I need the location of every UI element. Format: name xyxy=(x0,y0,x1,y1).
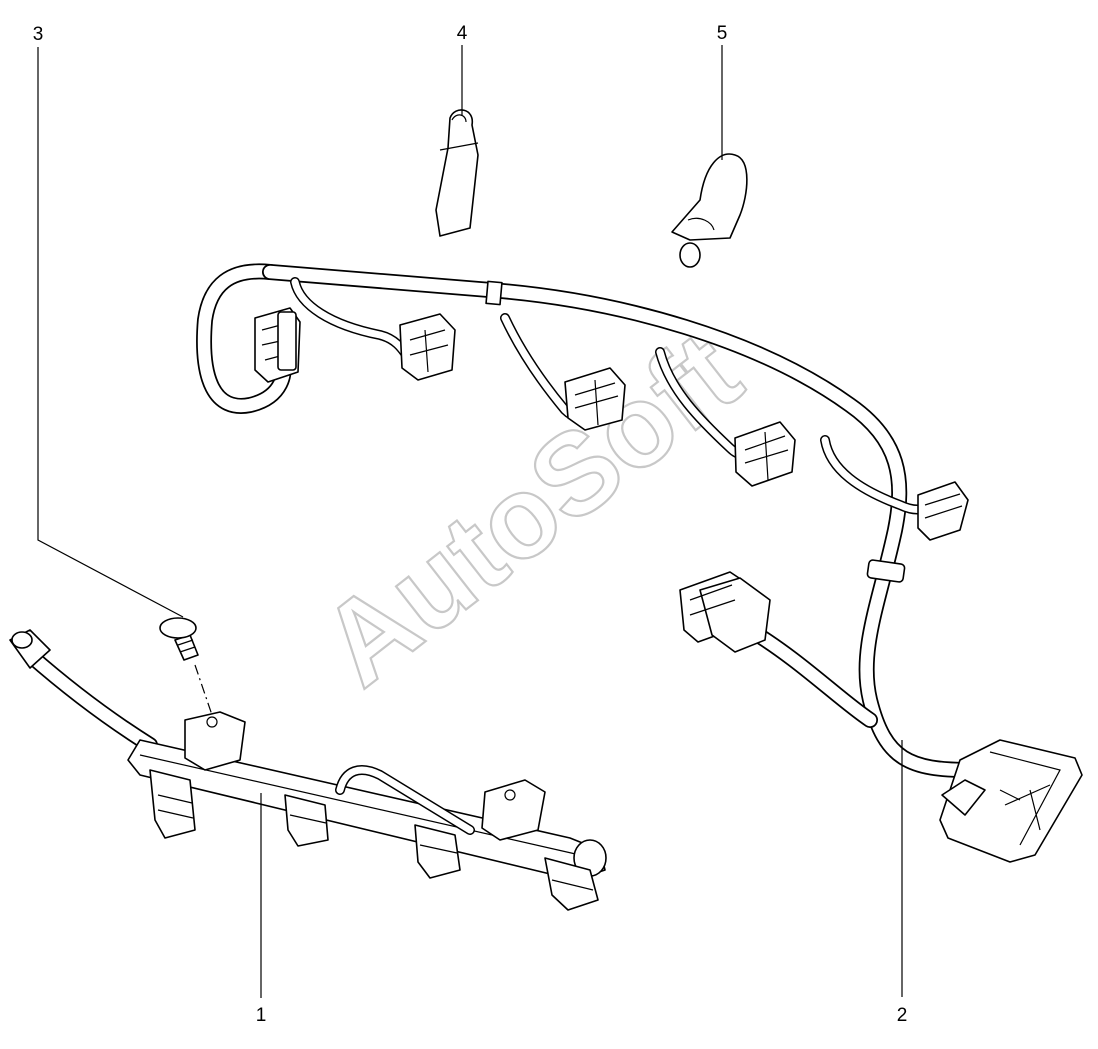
callout-4: 4 xyxy=(457,23,468,44)
injector-2 xyxy=(284,794,329,847)
bolt xyxy=(159,617,213,716)
injector-4 xyxy=(544,857,599,911)
injector-1 xyxy=(149,769,196,839)
callout-2: 2 xyxy=(897,1005,908,1026)
callout-leaders xyxy=(37,45,903,998)
callout-1: 1 xyxy=(256,1005,267,1026)
cable-tie xyxy=(435,109,479,237)
sensor-connector xyxy=(679,571,771,653)
injector-connector-1 xyxy=(254,307,301,383)
injector-3 xyxy=(414,824,461,879)
cable-clip xyxy=(671,153,748,268)
injector-connector-5 xyxy=(917,481,969,541)
injector-connector-3 xyxy=(564,367,626,431)
ecu-connector xyxy=(939,739,1083,863)
callout-5: 5 xyxy=(717,23,728,44)
engine-wiring-harness xyxy=(196,263,1083,863)
fuel-rail-assembly xyxy=(9,629,607,911)
injector-connector-2 xyxy=(399,313,456,381)
injector-connector-4 xyxy=(734,421,796,487)
callout-3: 3 xyxy=(33,24,44,45)
